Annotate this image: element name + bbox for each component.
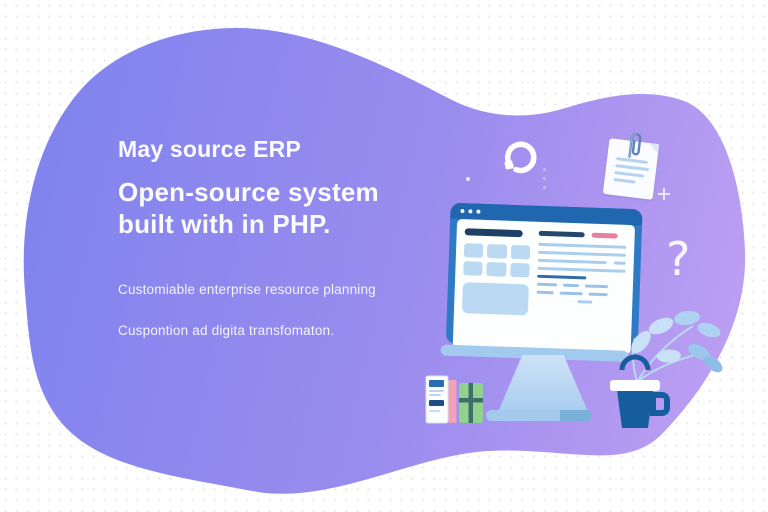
books-and-gift-box: [425, 375, 483, 424]
dotted-accent: [543, 168, 546, 189]
text-line: [538, 258, 607, 265]
pinned-note: [602, 133, 660, 200]
screen-left-column: [461, 228, 531, 341]
text-line: [538, 242, 627, 249]
heading-placeholder: [464, 228, 524, 238]
sparkle-dot-icon: [466, 177, 470, 181]
subtext-line-1: Customiable enterprise resource planning: [118, 282, 376, 297]
tile: [463, 243, 484, 258]
hero-copy: May source ERP Open-source system built …: [118, 136, 418, 338]
text-line: [613, 261, 626, 265]
window-dot-icon: [460, 209, 465, 214]
accent-bar-placeholder: [591, 232, 618, 239]
window-dot-icon: [476, 209, 481, 214]
tile: [510, 244, 531, 260]
mug: [610, 354, 670, 428]
tile-grid: [463, 243, 531, 278]
panel-placeholder: [461, 282, 530, 316]
dash-row: [537, 282, 625, 289]
monitor-stand-base: [486, 410, 592, 421]
title-bar-placeholder: [539, 230, 585, 238]
tile: [463, 261, 484, 276]
tile: [486, 262, 507, 277]
paperclip-icon: [628, 133, 642, 158]
headline-line-1: May source ERP: [118, 136, 302, 162]
tile: [487, 244, 508, 259]
subtext-line-2: Cuspontion ad digita transfomaton.: [118, 323, 335, 338]
dash-row: [537, 290, 625, 297]
headline-line-2: Open-source system: [118, 177, 379, 207]
potted-plant-and-mug: [610, 310, 723, 428]
plant-leaves: [631, 310, 723, 373]
tile: [510, 262, 531, 278]
monitor-stand-base-cap: [560, 410, 592, 421]
window-dot-icon: [468, 209, 473, 214]
sparkle-icon: [658, 188, 670, 200]
link-line: [537, 274, 586, 280]
headline-line-3: built with in PHP.: [118, 209, 331, 239]
text-line: [538, 250, 627, 257]
question-mark-icon: ?: [666, 232, 691, 286]
text-line: [576, 300, 592, 304]
text-line: [537, 266, 626, 273]
note-fold-corner: [648, 143, 660, 155]
refresh-arrow-icon: [504, 141, 537, 174]
